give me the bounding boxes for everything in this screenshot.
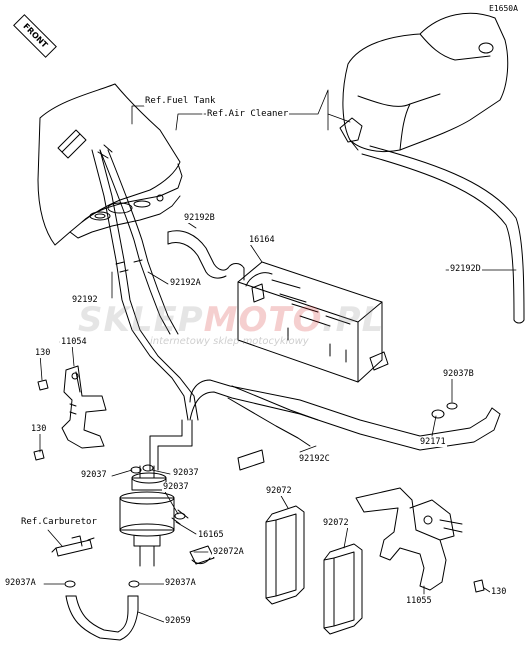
- label-92037A-left: 92037A: [4, 578, 37, 588]
- bracket-92072-right: [323, 543, 363, 635]
- label-92072-right: 92072: [322, 518, 350, 528]
- hose-92192C: [189, 379, 501, 451]
- air-cleaner: [339, 12, 509, 153]
- label-92037-center: 92037: [162, 482, 190, 492]
- label-11055: 11055: [405, 596, 433, 606]
- bracket-92072-left: [265, 505, 305, 605]
- label-16164: 16164: [248, 235, 276, 245]
- label-92037A-right: 92037A: [164, 578, 197, 588]
- clamp-92171: [431, 402, 458, 419]
- hose-92059: [64, 580, 140, 641]
- label-92192C: 92192C: [298, 454, 331, 464]
- label-ref-air-cleaner: Ref.Air Cleaner: [206, 109, 290, 119]
- label-16165: 16165: [197, 530, 225, 540]
- label-ref-carburetor: Ref.Carburetor: [20, 517, 98, 527]
- label-92171: 92171: [419, 437, 447, 447]
- label-92072A: 92072A: [212, 547, 245, 557]
- label-92059: 92059: [164, 616, 192, 626]
- fuel-tank: [37, 83, 183, 246]
- label-11054: 11054: [60, 337, 88, 347]
- label-92037-right: 92037: [172, 468, 200, 478]
- label-92192B: 92192B: [183, 213, 216, 223]
- t-fitting: [51, 535, 95, 557]
- label-ref-fuel-tank: Ref.Fuel Tank: [144, 96, 217, 106]
- hose-92192D: [361, 145, 525, 324]
- bracket-11055: [355, 487, 485, 593]
- label-92192D: 92192D: [449, 264, 482, 274]
- label-92037B: 92037B: [442, 369, 475, 379]
- hose-92192A: [99, 149, 179, 335]
- label-92072-left: 92072: [265, 486, 293, 496]
- hose-92192-main: [91, 149, 199, 421]
- label-130-lower: 130: [30, 424, 48, 434]
- label-130-right: 130: [490, 587, 508, 597]
- canister-16164: [227, 261, 389, 383]
- label-92037-left: 92037: [80, 470, 108, 480]
- hose-92192B: [167, 230, 229, 279]
- label-92192A: 92192A: [169, 278, 202, 288]
- bracket-11054: [33, 365, 107, 461]
- clip-92072A: [189, 545, 215, 565]
- valve-16165: [119, 465, 189, 567]
- hose-to-filter: [149, 419, 265, 471]
- label-130-upper: 130: [34, 348, 52, 358]
- label-92192: 92192: [71, 295, 99, 305]
- diagram-code: E1650A: [489, 4, 518, 13]
